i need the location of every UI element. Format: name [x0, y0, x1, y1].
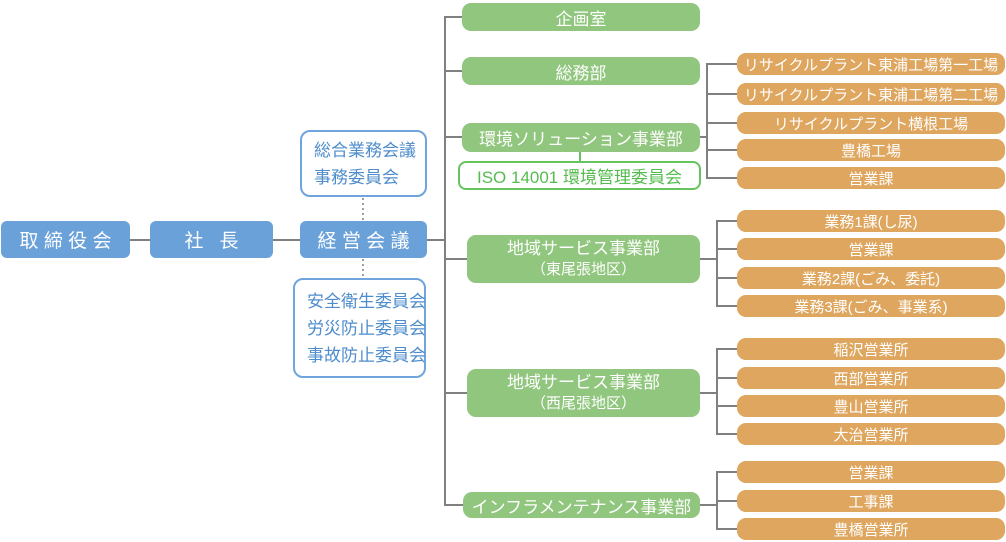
unit-toyohashi-plant: 豊橋工場 [737, 139, 1005, 161]
committee-label: 労災防止委員会 [307, 318, 426, 338]
department-label: 地域サービス事業部 [507, 239, 660, 259]
department-area-label: （西尾張地区） [530, 395, 636, 413]
unit-inazawa-office: 稲沢営業所 [737, 338, 1005, 360]
node-env-solution-division: 環境ソリューション事業部 [462, 123, 700, 152]
node-president: 社 長 [150, 221, 273, 258]
unit-seibu-office: 西部営業所 [737, 367, 1005, 389]
node-regional-service-west: 地域サービス事業部 （西尾張地区） [467, 369, 700, 417]
unit-operations-1: 業務1課(し尿) [737, 210, 1005, 232]
department-area-label: （東尾張地区） [530, 261, 636, 279]
unit-recycle-plant-higashiura-1: リサイクルプラント東浦工場第一工場 [737, 53, 1005, 75]
unit-toyohashi-office: 豊橋営業所 [737, 518, 1005, 540]
committee-label: 事務委員会 [314, 167, 399, 187]
unit-oharu-office: 大治営業所 [737, 423, 1005, 445]
committee-label: 安全衛生委員会 [307, 291, 426, 311]
unit-sales-section-east: 営業課 [737, 238, 1005, 260]
unit-toyoyama-office: 豊山営業所 [737, 395, 1005, 417]
unit-operations-3: 業務3課(ごみ、事業系) [737, 295, 1005, 317]
node-management-meeting: 経営会議 [300, 221, 427, 258]
committee-label: 事故防止委員会 [307, 345, 426, 365]
node-planning-office: 企画室 [462, 3, 700, 31]
unit-recycle-plant-yokone: リサイクルプラント横根工場 [737, 112, 1005, 134]
committee-label: 総合業務会議 [314, 140, 416, 160]
node-general-affairs: 総務部 [462, 57, 700, 85]
unit-construction-section: 工事課 [737, 490, 1005, 512]
unit-sales-section-infra: 営業課 [737, 461, 1005, 483]
node-infra-maintenance-division: インフラメンテナンス事業部 [463, 492, 700, 518]
node-regional-service-east: 地域サービス事業部 （東尾張地区） [467, 235, 700, 283]
node-board-of-directors: 取締役会 [1, 221, 130, 258]
node-top-committees: 総合業務会議 事務委員会 [300, 130, 427, 197]
unit-recycle-plant-higashiura-2: リサイクルプラント東浦工場第二工場 [737, 83, 1005, 105]
node-iso-committee: ISO 14001 環境管理委員会 [458, 161, 701, 190]
unit-sales-section-env: 営業課 [737, 167, 1005, 189]
node-bottom-committees: 安全衛生委員会 労災防止委員会 事故防止委員会 [293, 278, 426, 378]
unit-operations-2: 業務2課(ごみ、委託) [737, 267, 1005, 289]
department-label: 地域サービス事業部 [507, 373, 660, 393]
